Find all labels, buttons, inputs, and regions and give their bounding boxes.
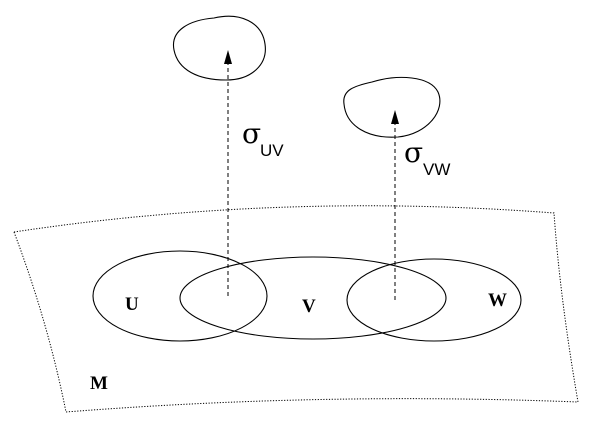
label-w: W bbox=[488, 290, 507, 311]
section-image-vw bbox=[343, 76, 441, 138]
arrow-uv-head bbox=[224, 50, 232, 64]
sigma-uv-subscript: UV bbox=[260, 141, 284, 160]
sigma-uv-symbol: σ bbox=[242, 117, 261, 150]
label-manifold-m: M bbox=[90, 373, 108, 394]
open-set-v-ellipse bbox=[179, 256, 447, 340]
sigma-vw-symbol: σ bbox=[404, 136, 423, 169]
arrow-vw-head bbox=[391, 110, 399, 124]
section-image-uv bbox=[172, 15, 266, 81]
label-u: U bbox=[125, 294, 139, 315]
label-v: V bbox=[302, 296, 316, 317]
sigma-vw-subscript: VW bbox=[423, 160, 450, 179]
manifold-boundary bbox=[13, 205, 579, 413]
open-set-u-ellipse bbox=[92, 250, 268, 342]
open-set-w-ellipse bbox=[346, 258, 522, 342]
